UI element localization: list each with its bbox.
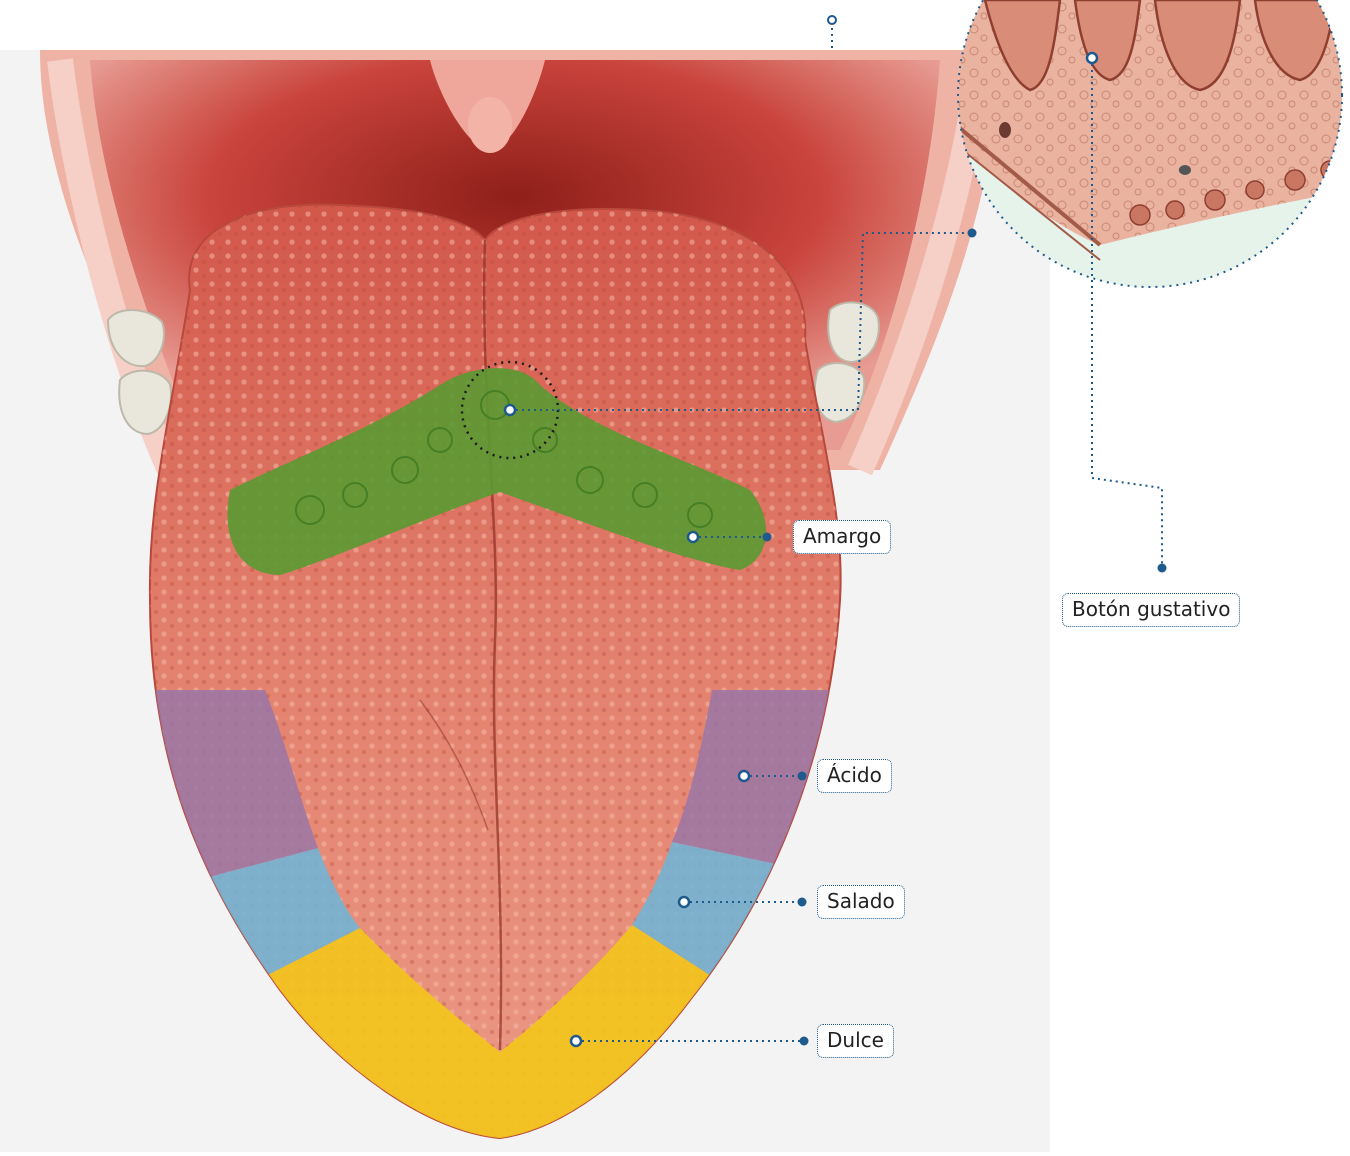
label-amargo: Amargo [793,520,891,554]
label-salado: Salado [817,885,905,919]
label-acido: Ácido [817,759,892,793]
label-dulce: Dulce [817,1024,894,1058]
label-boton-gustativo: Botón gustativo [1062,593,1240,627]
